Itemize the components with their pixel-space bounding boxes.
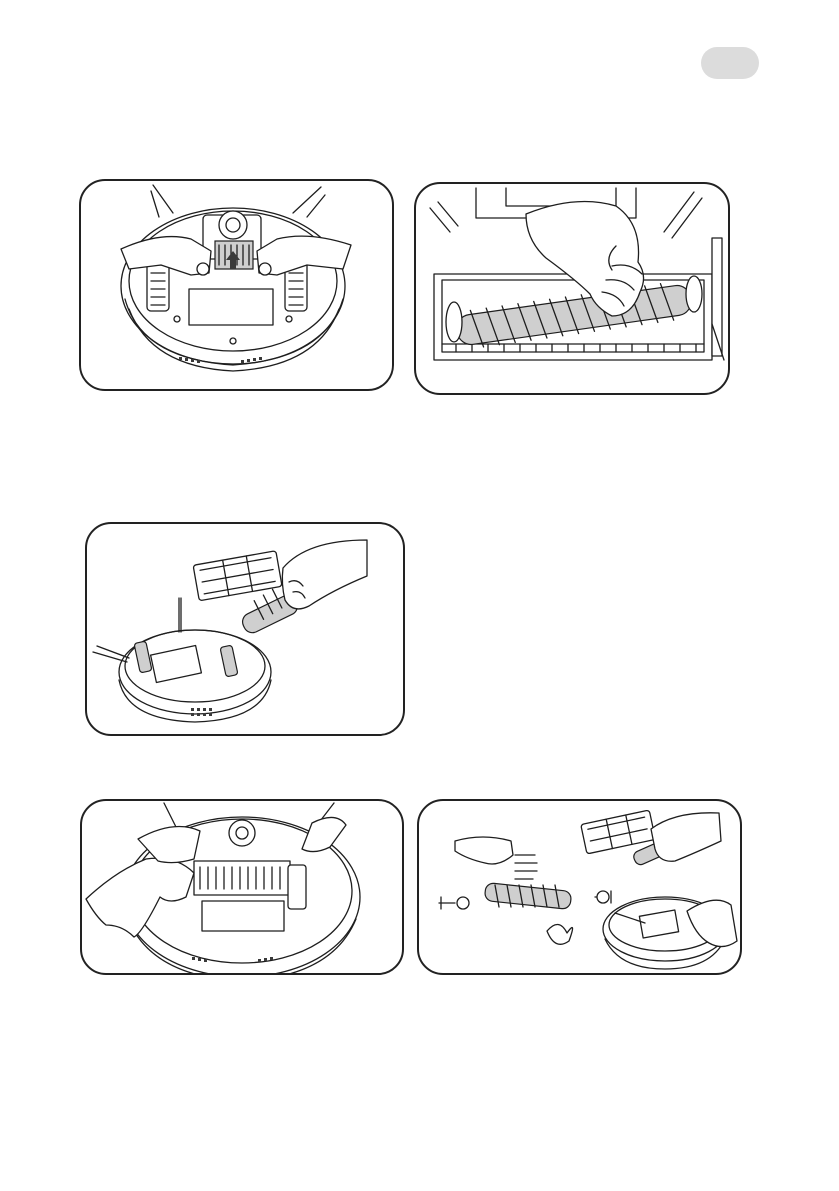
wipe-cloth-icon bbox=[82, 801, 402, 973]
robot-brush-cover-icon bbox=[87, 524, 403, 734]
figure-clean-parts bbox=[417, 799, 742, 975]
robot-underside-hands-icon bbox=[81, 181, 392, 389]
roller-brush-removal-icon bbox=[416, 184, 728, 393]
brush-parts-icon bbox=[419, 801, 740, 973]
figure-pull-out-brush bbox=[414, 182, 730, 395]
language-tab bbox=[701, 47, 759, 79]
figure-remove-brush-cover bbox=[79, 179, 394, 391]
figure-brush-removed bbox=[85, 522, 405, 736]
figure-wipe-underside bbox=[80, 799, 404, 975]
